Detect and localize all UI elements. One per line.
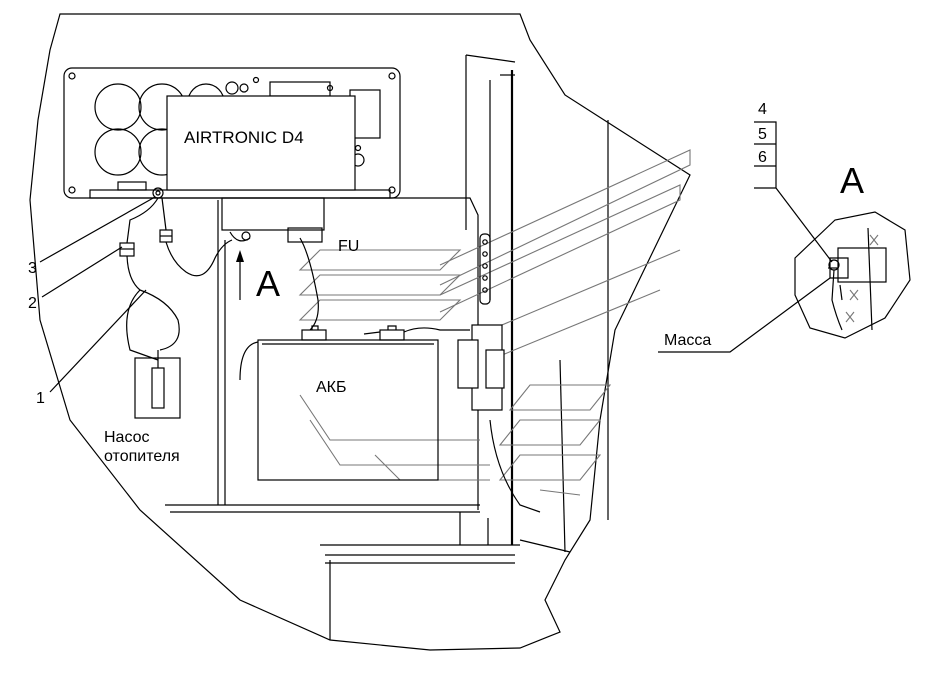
airtronic-heater-unit: AIRTRONIC D4 [152, 95, 356, 199]
cab-structure-lines [165, 54, 609, 640]
callout-1: 1 [36, 390, 45, 407]
callout-4: 4 [758, 101, 767, 118]
callout-5: 5 [758, 126, 767, 143]
fuse-label: FU [338, 238, 359, 255]
battery: АКБ [257, 325, 439, 481]
heater-pump: Насос отопителя [104, 350, 181, 465]
wire-connectors [119, 229, 173, 257]
view-arrow: A [236, 250, 280, 304]
relay-box [457, 324, 505, 411]
ground-bolt-strip [479, 233, 491, 305]
background-steps [298, 149, 691, 496]
unit-label: AIRTRONIC D4 [184, 128, 304, 147]
ground-label: Масса [664, 332, 711, 349]
detail-view-a: A [794, 160, 911, 339]
pump-label-line2: отопителя [104, 448, 180, 465]
callout-3: 3 [28, 260, 37, 277]
view-marker: A [256, 263, 280, 304]
detail-title: A [840, 160, 864, 201]
callouts-right: 4 5 6 [754, 101, 833, 263]
callout-2: 2 [28, 295, 37, 312]
battery-label: АКБ [316, 379, 347, 396]
pump-label-line1: Насос [104, 429, 150, 446]
cab-cutaway-outline [29, 13, 691, 651]
callouts-left: 3 2 1 [28, 196, 156, 407]
fuse-holder-block [221, 197, 325, 243]
callout-6: 6 [758, 149, 767, 166]
ground-callout: Масса [658, 277, 831, 353]
wiring-harness [126, 197, 541, 513]
